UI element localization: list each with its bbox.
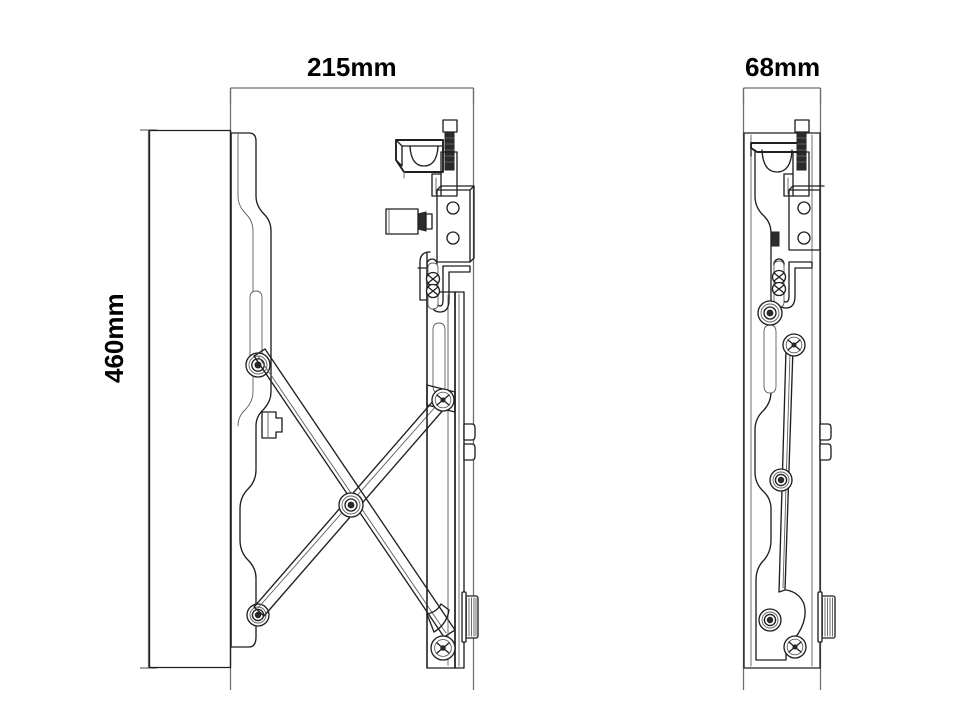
dimension-label-width-side: 215mm [307,52,397,82]
front-pivot-upper [757,300,783,326]
wall-plate-tab [261,411,283,439]
rail-side-tabs [463,423,476,461]
dimension-label-height: 460mm [99,293,129,383]
tension-screw [442,119,458,171]
knurled-knob [461,591,479,643]
front-plate-profile [754,149,772,661]
front-knurled-knob [817,591,836,643]
front-pivot-arm-upper [782,333,806,357]
wall-plate [230,132,272,648]
front-clamp-block [750,142,801,173]
mounting-rail [426,269,465,669]
front-lower-arm-end [755,589,807,661]
front-adjust-screw-stack [771,260,787,308]
display-panel-profile [148,129,232,669]
pivot-bolt-rail-upper [426,384,456,413]
front-side-tabs [819,423,832,461]
front-mid-clamp [770,231,780,247]
pivot-bolt-center [338,492,364,518]
rail-upper-bracket [417,251,431,301]
pivot-bolt-rail-lower [426,603,456,661]
front-body-outline [743,132,821,669]
dimension-label-width-front: 68mm [745,52,821,82]
front-pivot-mid [769,468,793,492]
upper-bracket-plate [436,185,475,263]
front-upper-bracket-plate [788,185,825,251]
front-plate-slot [763,324,777,394]
front-view [743,119,836,669]
front-tension-screw [794,119,810,171]
spacer-cylinder [385,208,433,235]
pivot-bolt-lower-left [246,603,270,627]
clamp-block [395,139,444,179]
adjust-screw-stack [425,262,441,310]
front-pivot-lower [758,608,782,632]
dimension-460mm [140,129,157,669]
side-view [148,119,479,669]
